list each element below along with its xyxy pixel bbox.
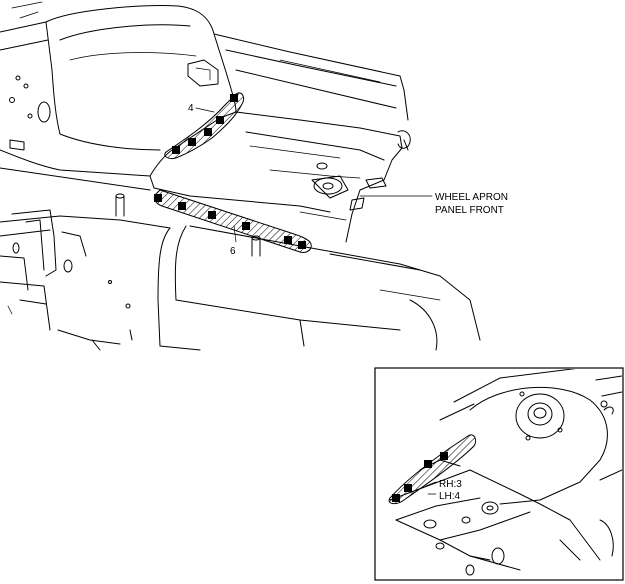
weld-spot [242, 222, 250, 230]
weld-spot [188, 138, 196, 146]
weld-spot [178, 202, 186, 210]
lower-frame [0, 193, 481, 351]
inset-weld-spot [424, 460, 432, 468]
weld-spot [208, 211, 216, 219]
label-rh: RH:3 [439, 479, 462, 490]
main-view: 4 6 WHEEL APRON PANEL FRONT [0, 1, 508, 351]
inset-view: RH:3 LH:4 [374, 367, 624, 581]
apron-panel [149, 111, 403, 243]
weld-spot [172, 146, 180, 154]
left-frame [0, 1, 151, 191]
weld-spot [216, 116, 224, 124]
weld-seam-4: 4 [164, 92, 245, 159]
part-label-line2: PANEL FRONT [435, 205, 504, 216]
inset-weld-spot [404, 484, 412, 492]
weld-spot [204, 128, 212, 136]
label-lh: LH:4 [439, 491, 461, 502]
upper-frame-rail [213, 33, 411, 151]
weld-spot [284, 236, 292, 244]
inset-weld-spot [440, 452, 448, 460]
part-label-line1: WHEEL APRON [435, 192, 508, 203]
shock-tower-dome [45, 5, 237, 151]
weld-spot [230, 94, 238, 102]
inset-weld-spot [392, 494, 400, 502]
label-4: 4 [188, 103, 194, 114]
weld-spot [298, 241, 306, 249]
weld-spot [154, 194, 162, 202]
wheel-apron-callout: WHEEL APRON PANEL FRONT [359, 192, 508, 216]
label-6: 6 [230, 246, 236, 257]
weld-seam-6: 6 [153, 189, 312, 257]
